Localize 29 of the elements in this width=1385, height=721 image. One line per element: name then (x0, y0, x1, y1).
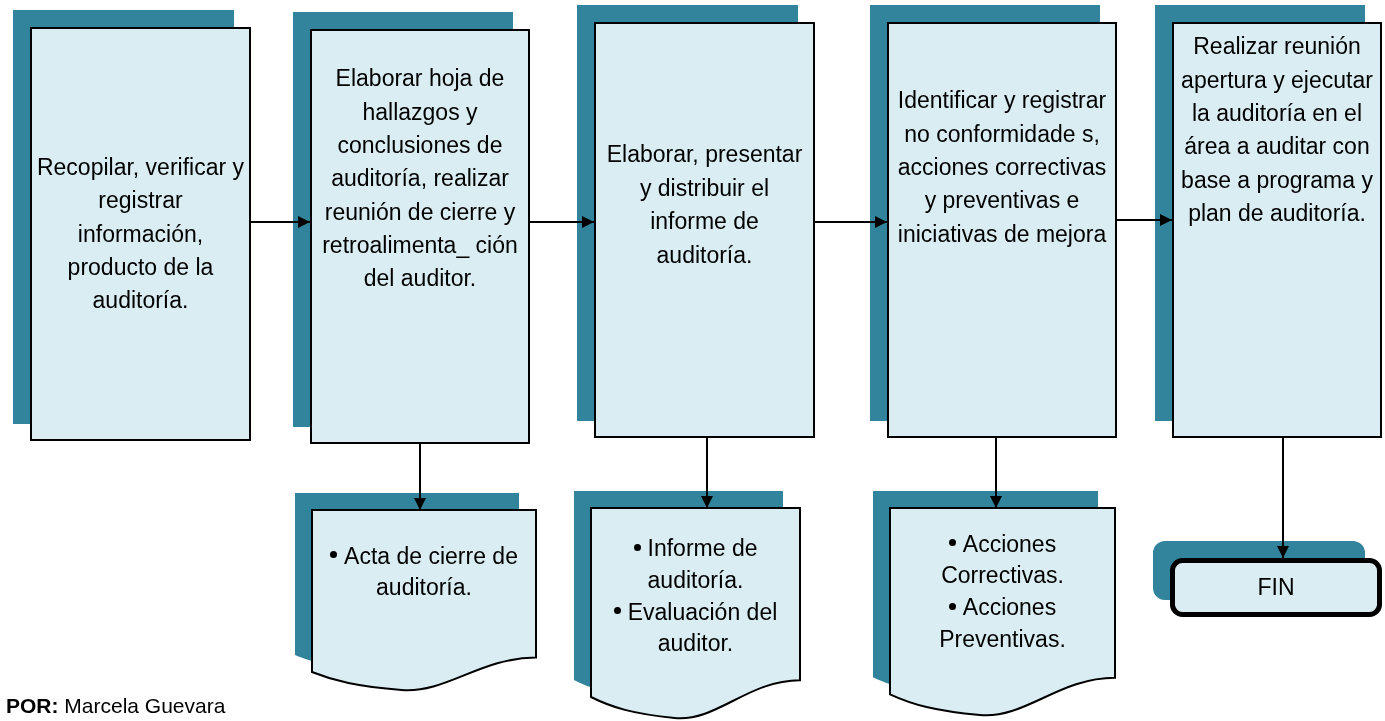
arrow (1277, 437, 1289, 559)
bullet-item: Evaluación del auditor. (597, 596, 794, 661)
bullet-item: Acciones Preventivas. (938, 593, 1067, 654)
step-text: Realizar reunión apertura y ejecutar la auditoría en el área a auditar con base a programa y plan de auditoría. (1180, 32, 1374, 229)
process-box (1172, 22, 1382, 438)
step-text: Recopilar, verificar y registrar información, producto de la auditoría. (36, 152, 245, 315)
process-box (887, 22, 1117, 438)
author-note: POR: Marcela Guevara (6, 694, 226, 718)
step-text: Elaborar, presentar y distribuir el informe de auditoría. (605, 140, 804, 270)
process-box (310, 29, 530, 444)
terminator-label: FIN (1256, 572, 1296, 602)
arrow (1116, 214, 1173, 226)
bullet-item: Acciones Correctivas. (940, 529, 1065, 591)
step-text: Elaborar hoja de hallazgos y conclusiones de auditoría, realizar reunión de cierre y retroalimenta_ ción del auditor. (321, 64, 519, 294)
arrow (414, 443, 426, 511)
process-box (30, 27, 251, 441)
document-shape (312, 510, 536, 690)
arrow (701, 437, 713, 509)
arrow (250, 216, 311, 228)
process-box (594, 22, 815, 438)
step-text: Identificar y registrar no conformidade s, acciones correctivas y preventivas e iniciativas de mejora (896, 86, 1108, 249)
document-shape (890, 508, 1115, 715)
bullet-item: Acta de cierre de auditoría. (318, 540, 530, 605)
arrow (990, 437, 1002, 509)
terminator-box (1170, 558, 1382, 617)
arrow (529, 216, 595, 228)
document-shape (591, 508, 800, 718)
bullet-item: Informe de auditoría. (597, 533, 794, 597)
arrow (814, 216, 888, 228)
